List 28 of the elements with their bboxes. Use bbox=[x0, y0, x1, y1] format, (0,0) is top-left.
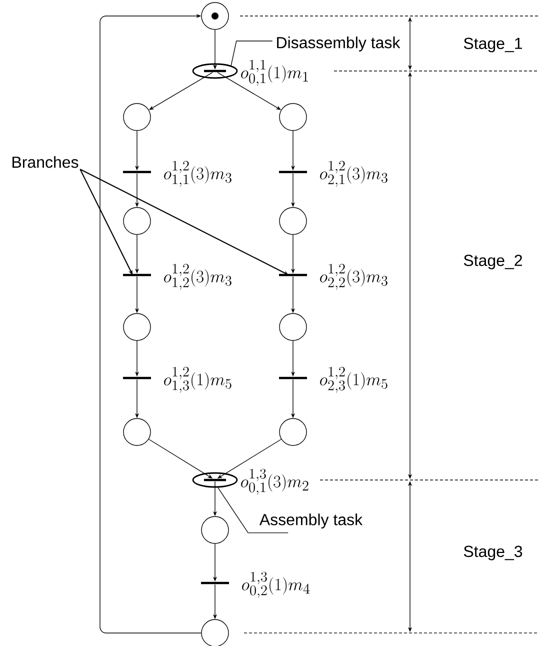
place-circle bbox=[201, 516, 229, 544]
transition-label: $o_{0,1}^{1,1}(1)m_1$ bbox=[241, 60, 308, 86]
transition-label: $o_{1,3}^{1,2}(1)m_5$ bbox=[164, 366, 232, 393]
stage-label: Stage_1 bbox=[464, 38, 522, 52]
leader-line bbox=[218, 487, 288, 534]
transition-label: $o_{2,1}^{1,2}(3)m_3$ bbox=[320, 160, 388, 187]
stage-label: Stage_2 bbox=[464, 254, 522, 270]
place-circle bbox=[279, 207, 307, 235]
place-circle bbox=[279, 103, 307, 131]
place-circle bbox=[123, 103, 151, 131]
transition-label: $o_{0,1}^{1,3}(3)m_2$ bbox=[241, 468, 308, 495]
place-circle bbox=[123, 313, 151, 341]
place-circle bbox=[123, 418, 151, 446]
transition-label: $o_{2,3}^{1,2}(1)m_5$ bbox=[320, 366, 388, 393]
callout-text: Branches bbox=[12, 156, 78, 168]
place-circle bbox=[123, 207, 151, 235]
place-circle bbox=[279, 313, 307, 341]
transition-label: $o_{2,2}^{1,2}(3)m_3$ bbox=[320, 264, 388, 290]
place-circle bbox=[279, 418, 307, 446]
leader-line bbox=[230, 40, 273, 66]
stage-label: Stage_3 bbox=[464, 546, 522, 560]
callout-text: Assembly task bbox=[259, 514, 363, 528]
transition-label: $o_{0,2}^{1,3}(1)m_4$ bbox=[242, 572, 310, 598]
transition-label: $o_{1,1}^{1,2}(3)m_3$ bbox=[164, 160, 232, 187]
callout-text: Disassembly task bbox=[277, 36, 400, 52]
transition-label: $o_{1,2}^{1,2}(3)m_3$ bbox=[164, 264, 232, 290]
arrow bbox=[100, 14, 202, 634]
place-circle bbox=[201, 2, 229, 30]
